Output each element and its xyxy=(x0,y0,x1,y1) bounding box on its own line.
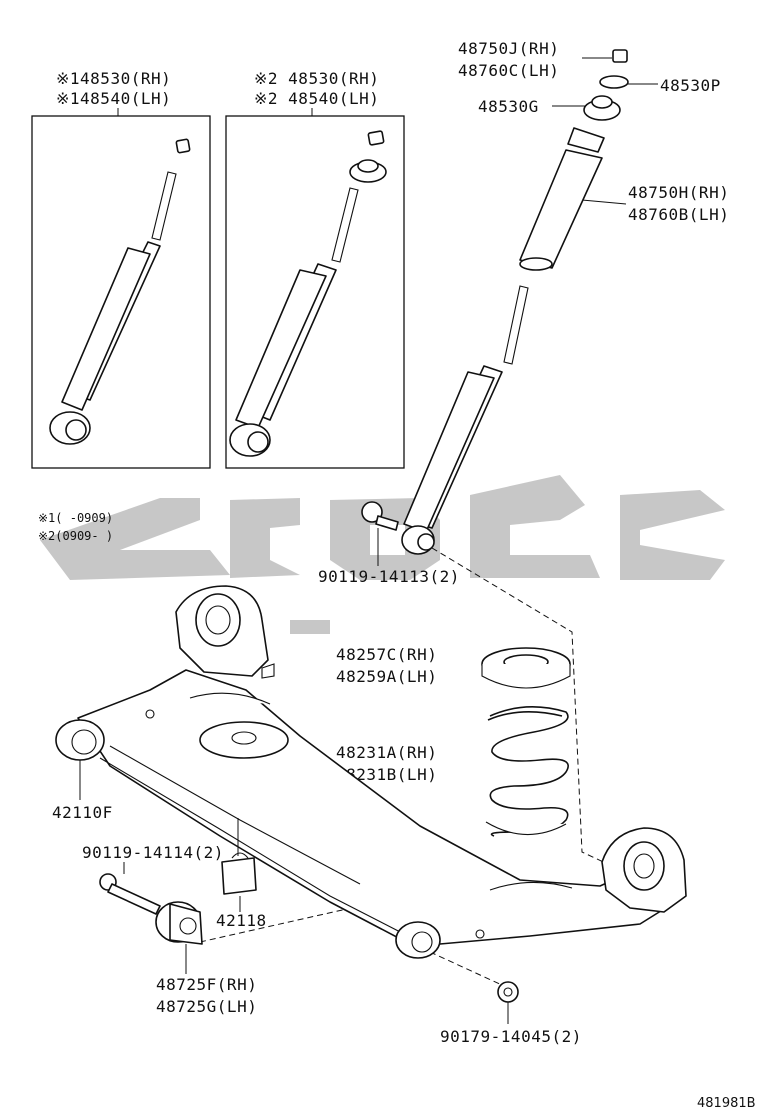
label-48725f: 48725F(RH) xyxy=(156,975,257,994)
variant-box-2 xyxy=(225,115,405,469)
spring-insulator xyxy=(481,647,571,689)
bound-stopper-cap xyxy=(612,49,628,63)
shock-absorber-variant-1 xyxy=(49,138,191,445)
support-48530g xyxy=(583,95,621,121)
label-box1-rh: ※148530(RH) xyxy=(56,69,171,88)
label-90119-14114: 90119-14114(2) xyxy=(82,843,224,862)
label-42110f: 42110F xyxy=(52,803,113,822)
bushing-48725f xyxy=(155,901,203,945)
washer-48530p xyxy=(599,75,629,89)
note-2: ※2(0909- ) xyxy=(38,529,113,543)
bolt-90119-14113 xyxy=(361,501,399,531)
note-1: ※1( -0909) xyxy=(38,511,113,525)
label-90119-14113: 90119-14113(2) xyxy=(318,567,460,586)
coil-spring xyxy=(485,706,569,837)
label-box2-lh: ※2 48540(LH) xyxy=(254,89,379,108)
bolt-90119-14114 xyxy=(99,873,161,915)
label-48750h: 48750H(RH) xyxy=(628,183,729,202)
bumper-42118 xyxy=(221,852,257,895)
label-42118: 42118 xyxy=(216,911,267,930)
label-48725g: 48725G(LH) xyxy=(156,997,257,1016)
watermark-logo xyxy=(40,475,725,634)
label-48760b: 48760B(LH) xyxy=(628,205,729,224)
label-48257c: 48257C(RH) xyxy=(336,645,437,664)
label-48760c: 48760C(LH) xyxy=(458,61,559,80)
variant-box-1 xyxy=(31,115,211,469)
label-48231a: 48231A(RH) xyxy=(336,743,437,762)
label-48530g: 48530G xyxy=(478,97,539,116)
rear-axle-beam-42110f xyxy=(55,585,687,959)
label-box1-lh: ※148540(LH) xyxy=(56,89,171,108)
label-48259a: 48259A(LH) xyxy=(336,667,437,686)
label-box2-rh: ※2 48530(RH) xyxy=(254,69,379,88)
dust-boot-48750h xyxy=(519,127,605,271)
label-48750j: 48750J(RH) xyxy=(458,39,559,58)
label-48231b: 48231B(LH) xyxy=(336,765,437,784)
shock-absorber-main xyxy=(401,285,529,555)
label-90179-14045: 90179-14045(2) xyxy=(440,1027,582,1046)
label-48530p: 48530P xyxy=(660,76,721,95)
diagram-code: 481981B xyxy=(697,1096,756,1111)
shock-absorber-variant-2 xyxy=(229,130,387,457)
nut-90179-14045 xyxy=(497,981,519,1003)
